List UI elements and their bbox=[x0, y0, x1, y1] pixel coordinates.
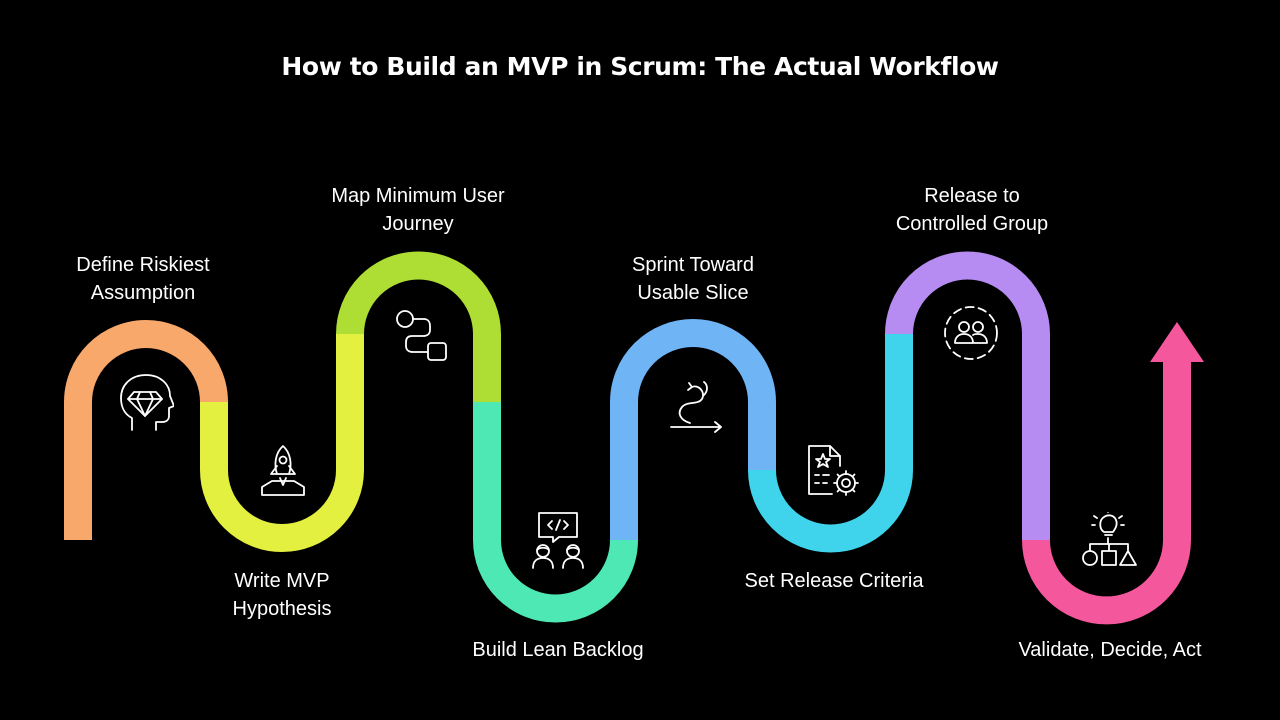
step-label-4: Build Lean Backlog bbox=[472, 639, 644, 661]
track-arrowhead bbox=[1150, 322, 1204, 362]
track-segment-1 bbox=[64, 320, 228, 540]
sprint-path-icon bbox=[668, 373, 726, 433]
user-flow-icon bbox=[394, 308, 450, 362]
decision-flow-icon bbox=[1080, 512, 1138, 570]
track-segment-4 bbox=[473, 402, 638, 623]
document-settings-icon bbox=[804, 442, 862, 500]
code-collaboration-icon bbox=[528, 510, 588, 570]
track-segment-2 bbox=[200, 334, 364, 552]
workflow-track bbox=[64, 251, 1204, 625]
track-segment-5 bbox=[610, 319, 776, 540]
step-label-8: Validate, Decide, Act bbox=[1018, 639, 1202, 661]
rocket-launch-icon bbox=[254, 443, 312, 499]
track-segment-8 bbox=[1022, 358, 1191, 625]
user-group-icon bbox=[942, 304, 1000, 362]
track-segment-3 bbox=[336, 251, 501, 402]
track-segment-7 bbox=[885, 251, 1050, 540]
page-title: How to Build an MVP in Scrum: The Actual… bbox=[281, 52, 999, 81]
track-segment-6 bbox=[748, 334, 913, 553]
step-label-6: Set Release Criteria bbox=[744, 570, 924, 592]
diamond-head-icon bbox=[118, 372, 174, 434]
